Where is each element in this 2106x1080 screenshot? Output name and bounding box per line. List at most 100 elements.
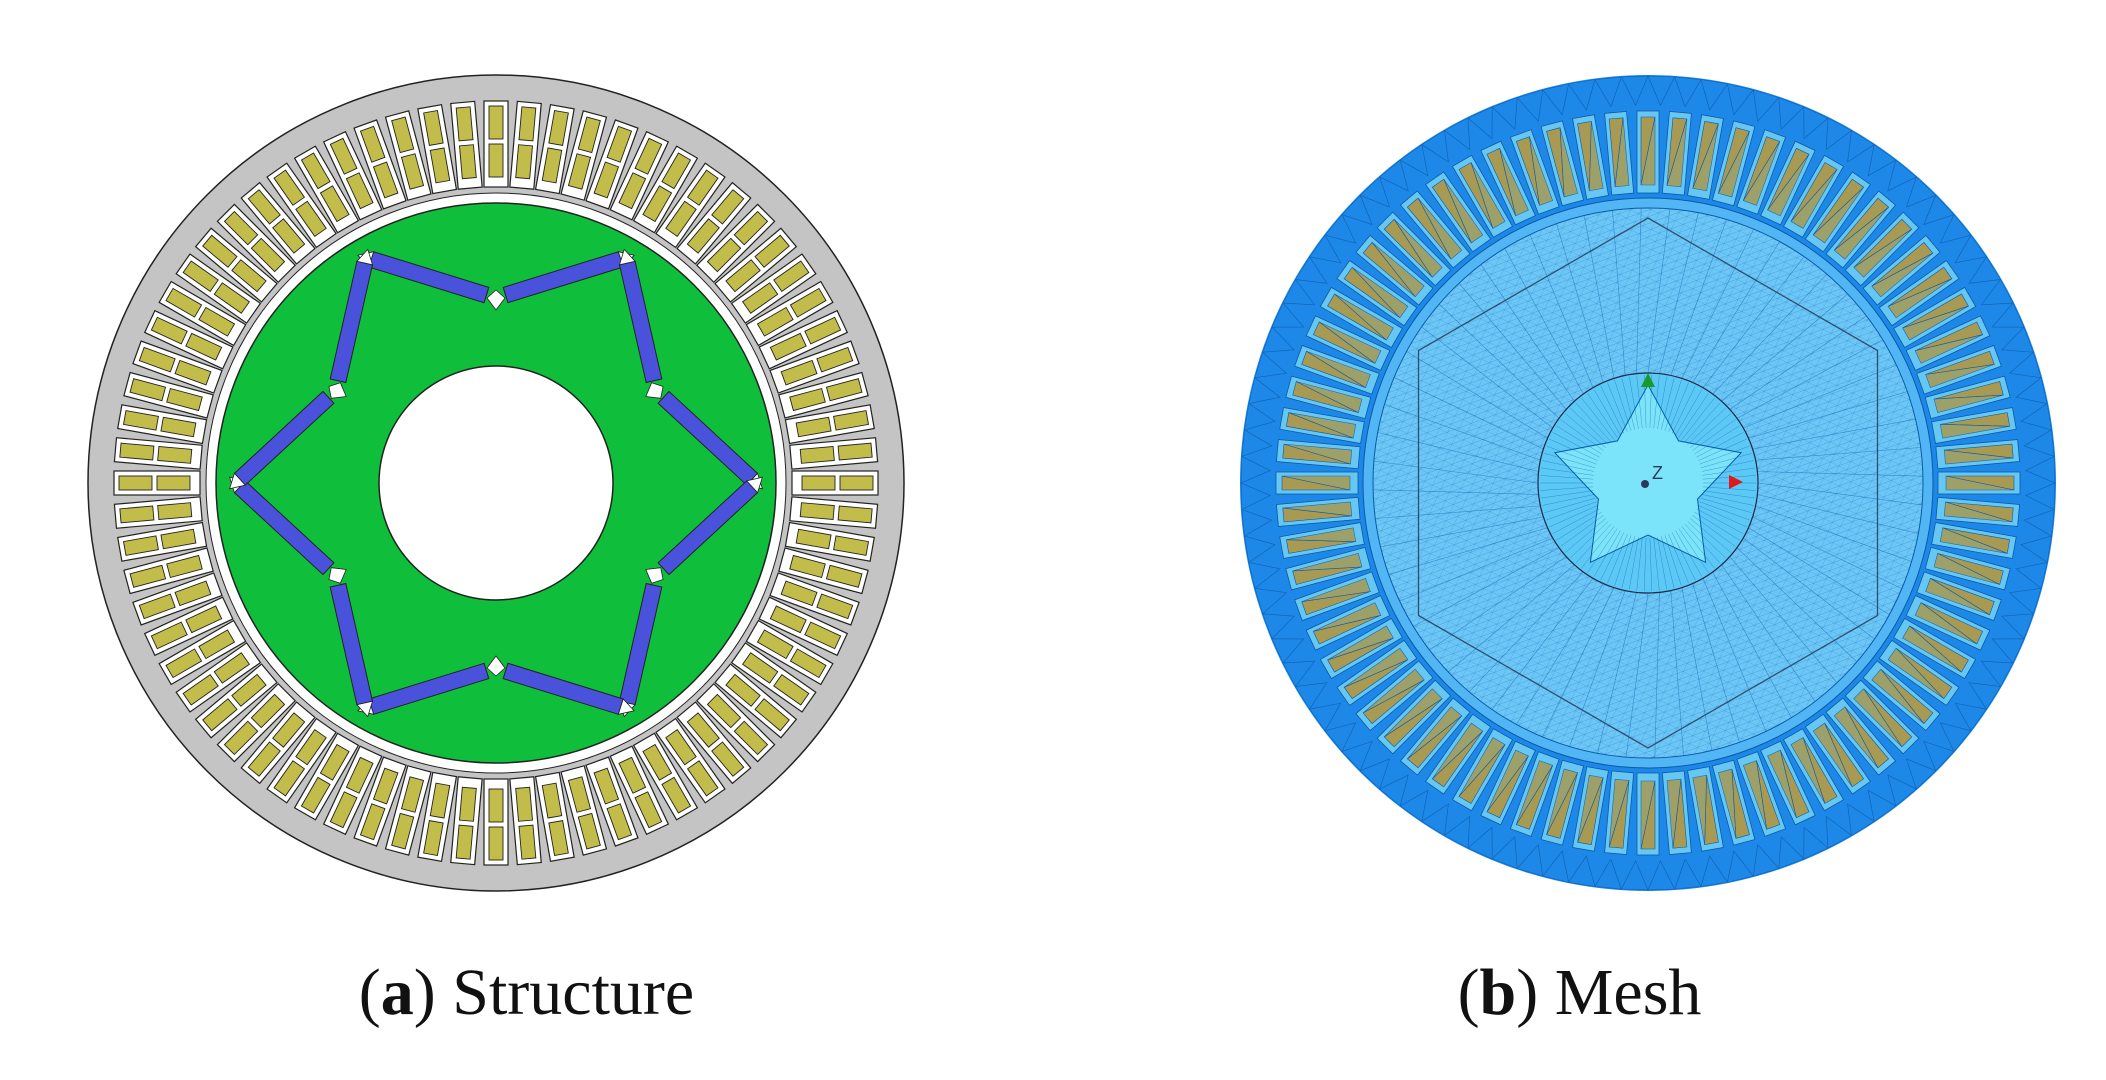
winding-coil (661, 152, 692, 190)
mesh-edge (1388, 527, 1548, 575)
stator-slot (450, 776, 483, 866)
mesh-element (2015, 561, 2048, 589)
mesh-element (1244, 535, 1276, 563)
mesh-element (1825, 815, 1853, 849)
winding-coil (213, 282, 250, 314)
winding-coil (1717, 131, 1750, 198)
caption-mesh: (b) Mesh (1457, 956, 1702, 1029)
stator-slot (758, 309, 849, 370)
stator-slot (216, 203, 297, 284)
winding-coil (816, 593, 854, 620)
winding-coil (548, 820, 569, 857)
mesh-edge (1516, 583, 1604, 725)
winding-coil (165, 287, 203, 318)
winding-coil (754, 234, 790, 268)
winding-coil (541, 147, 563, 184)
mesh-element (1421, 803, 1449, 837)
stator-slot (632, 732, 699, 821)
mesh-element (1443, 117, 1471, 151)
stator-slot (1294, 344, 1380, 395)
stator-slot (1825, 697, 1897, 776)
winding-coil (1640, 116, 1656, 186)
winding-coil (756, 306, 794, 337)
stator-slot (534, 771, 575, 862)
mesh-edge (1757, 494, 1919, 534)
stator-slot (784, 404, 875, 445)
mesh-element (1378, 159, 1409, 192)
winding-coil (247, 741, 281, 777)
winding-coil (372, 161, 399, 199)
stator-slot (1319, 286, 1403, 349)
winding-coil (458, 144, 477, 180)
stator-slot (1935, 496, 2020, 527)
stator-slot (789, 437, 879, 470)
winding-coil (1351, 267, 1409, 319)
mesh-element (1241, 429, 1273, 457)
mesh-edge (1373, 489, 1539, 495)
mesh-edge (1692, 515, 1736, 547)
mesh-element (1516, 843, 1544, 877)
winding-coil (1666, 118, 1688, 188)
magnet-pole (357, 655, 635, 715)
mesh-edge (1671, 532, 1696, 581)
winding-coil (1767, 749, 1797, 818)
stator-slot (676, 181, 752, 265)
mesh-edge (1600, 532, 1625, 581)
winding-coil (825, 564, 863, 588)
mesh-edge (1583, 215, 1615, 379)
winding-coil (801, 475, 836, 491)
mesh-edge (1671, 385, 1696, 434)
mesh-element (1905, 176, 1937, 208)
stator-slot (1275, 471, 1359, 495)
stator-slot (1285, 375, 1372, 420)
winding-coil (1384, 688, 1443, 738)
mesh-element (1803, 106, 1829, 140)
mesh-element (1262, 326, 1295, 353)
mesh-edge (1556, 223, 1604, 383)
mesh-element (2008, 587, 2042, 615)
mesh-edge (1581, 397, 1615, 440)
winding-coil (1871, 252, 1934, 298)
mesh-element (1620, 75, 1649, 107)
mesh-edge (1597, 592, 1637, 754)
winding-coil (1640, 780, 1656, 850)
stator-slot (384, 110, 432, 201)
winding-coil (548, 109, 569, 146)
stator-slot (730, 253, 817, 324)
stator-slots-mesh (1275, 110, 2021, 856)
mesh-element (1847, 803, 1875, 837)
stator-slot (1935, 439, 2020, 470)
mesh-edge (1607, 533, 1628, 584)
stator-slot (1336, 260, 1418, 327)
winding-coil (733, 720, 769, 756)
mesh-element (1726, 850, 1754, 883)
winding-coil (488, 788, 504, 823)
stator-slot (158, 619, 247, 686)
winding-coil (1589, 121, 1604, 192)
stator-slot (1905, 315, 1991, 371)
stator-slot (585, 119, 639, 210)
winding-coil (455, 824, 474, 860)
stator-slot (1285, 546, 1372, 591)
stator-slot (1878, 260, 1960, 327)
winding-coil (1833, 706, 1879, 769)
mesh-element (1467, 826, 1493, 860)
mesh-edge (1657, 537, 1668, 590)
stator-slot (1893, 286, 1977, 349)
stator-slot (1425, 171, 1492, 253)
stator-slot (158, 280, 247, 347)
winding-coil (1853, 688, 1903, 747)
winding-coil (769, 605, 807, 634)
mesh-edge (1692, 241, 1780, 383)
stator-slot (655, 162, 726, 249)
mesh-element (2001, 326, 2034, 353)
winding-coil (198, 629, 236, 660)
mesh-element (2008, 351, 2042, 379)
mesh-edge (1701, 494, 1754, 506)
mesh-edge (1721, 293, 1848, 402)
stator-slot (1294, 571, 1380, 622)
mesh-edge (1546, 501, 1597, 521)
mesh-edge (1696, 432, 1744, 458)
winding-coil (733, 210, 769, 246)
winding-coil (122, 410, 159, 431)
